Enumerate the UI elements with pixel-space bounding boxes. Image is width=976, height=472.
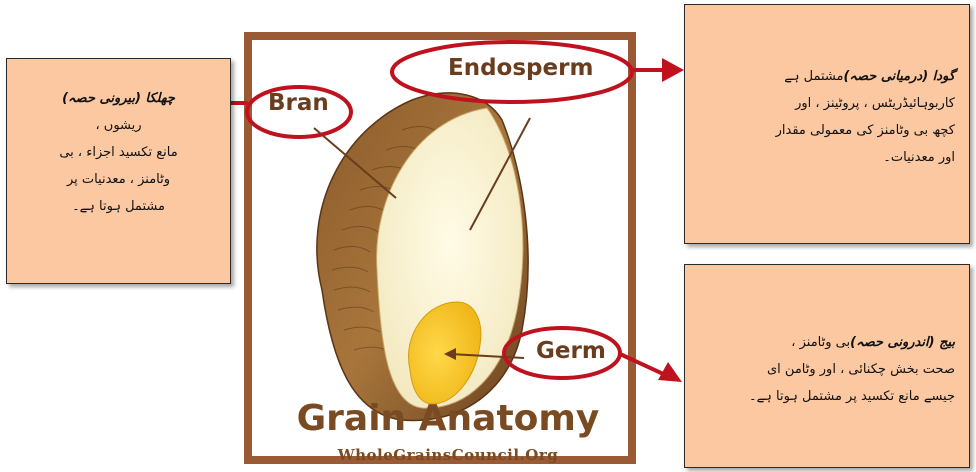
endosperm-callout-heading-tail: مشتمل ہے [784,69,843,84]
germ-callout: بیج (اندرونی حصہ)بی وٹامنز ، صحت بخش چکن… [684,264,970,468]
endosperm-arrowhead [662,58,684,82]
bran-callout-line: مانع تکسید اجزاء ، بی [21,139,216,166]
bran-callout-line: ریشوں ، [21,112,216,139]
endosperm-callout-line: کچھ بی وٹامنز کی معمولی مقدار [699,117,955,144]
germ-callout-heading-tail: بی وٹامنز ، [791,335,850,350]
germ-highlight-ellipse [504,328,620,378]
endosperm-highlight-ellipse [392,42,632,102]
endosperm-callout-heading: گودا (درمیانی حصہ) [843,69,955,84]
endosperm-callout-heading-row: گودا (درمیانی حصہ)مشتمل ہے [699,63,955,90]
endosperm-callout-line: اور معدنیات۔ [699,144,955,171]
bran-callout-line: مشتمل ہوتا ہے۔ [21,193,216,220]
bran-callout: چھلکا (بیرونی حصہ) ریشوں ، مانع تکسید اج… [6,58,231,284]
germ-callout-heading-row: بیج (اندرونی حصہ)بی وٹامنز ، [699,329,955,356]
bran-callout-heading: چھلکا (بیرونی حصہ) [21,85,216,112]
bran-callout-line: وٹامنز ، معدنیات پر [21,166,216,193]
bran-highlight-ellipse [247,87,351,137]
endosperm-callout-line: کاربوہائیڈریٹس ، پروٹینز ، اور [699,90,955,117]
germ-callout-line: صحت بخش چکنائی ، اور وٹامن ای [699,356,955,383]
germ-callout-line: جیسے مانع تکسید پر مشتمل ہوتا ہے۔ [699,383,955,410]
endosperm-callout: گودا (درمیانی حصہ)مشتمل ہے کاربوہائیڈریٹ… [684,4,970,244]
germ-callout-heading: بیج (اندرونی حصہ) [850,335,955,350]
